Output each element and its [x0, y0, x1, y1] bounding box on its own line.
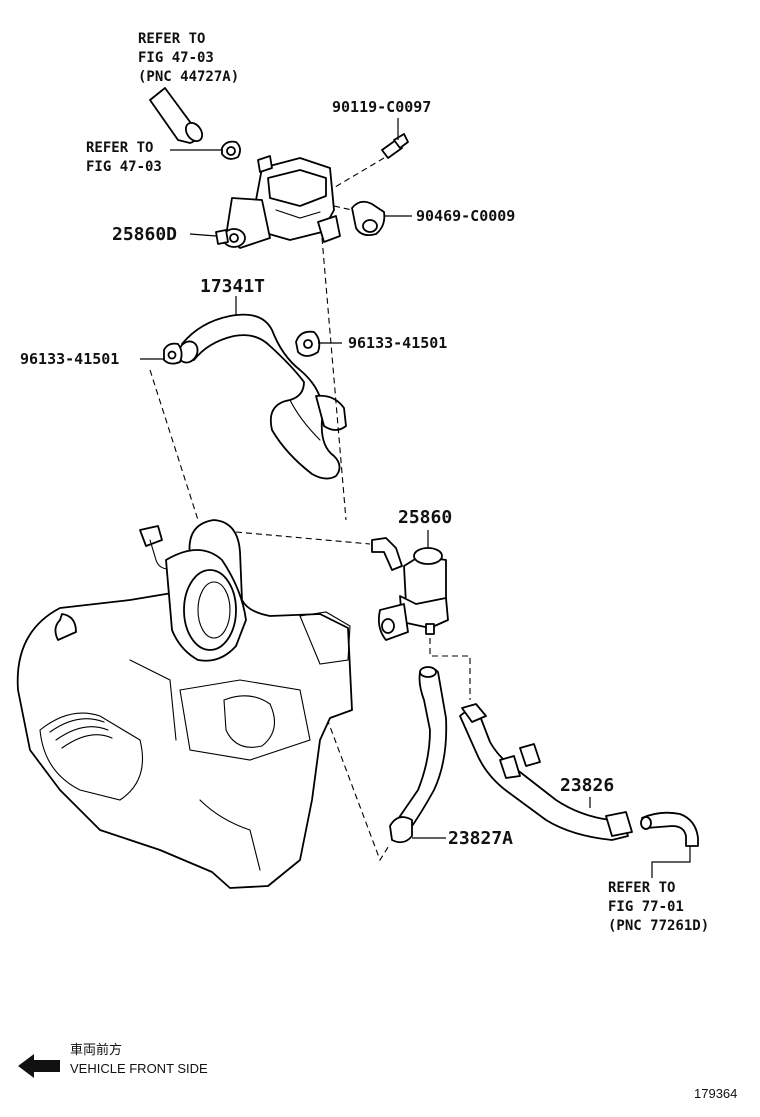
- clamp-left: [163, 342, 183, 365]
- part-hose-upper-label: 17341T: [200, 276, 266, 297]
- clamp-right: [295, 330, 321, 357]
- part-clamp-left-label: 96133-41501: [20, 350, 120, 368]
- front-arrow-icon: [18, 1054, 60, 1078]
- ref-bottom-line-1: REFER TO: [608, 880, 676, 896]
- ref-top-line-1: REFER TO: [138, 31, 206, 47]
- ref-left-line-2: FIG 47-03: [86, 159, 162, 175]
- legend-jp: 車両前方: [70, 1042, 123, 1057]
- ref-top-line-2: FIG 47-03: [138, 50, 214, 66]
- ref-top-line-3: (PNC 44727A): [138, 69, 240, 85]
- figure-id: 179364: [694, 1086, 738, 1101]
- hose-right: [459, 703, 633, 841]
- part-clamp-right-label: 96133-41501: [348, 334, 448, 352]
- hose-upper: [177, 313, 347, 480]
- engine-body: [16, 519, 353, 889]
- ref-bottom-line-3: (PNC 77261D): [608, 918, 710, 934]
- ref-left-line-1: REFER TO: [86, 140, 154, 156]
- ref-bottom-line-2: FIG 77-01: [608, 899, 684, 915]
- part-vsv-upper-label: 25860D: [112, 224, 178, 245]
- part-hose-right-label: 23826: [560, 775, 615, 796]
- ref-hose-top: [149, 87, 204, 144]
- clamp-small: [221, 140, 241, 160]
- legend-en: VEHICLE FRONT SIDE: [70, 1061, 208, 1076]
- hose-lower: [389, 666, 448, 844]
- vsv-upper: [215, 155, 341, 249]
- part-vsv-lower-label: 25860: [398, 507, 453, 528]
- part-clip-label: 90469-C0009: [416, 207, 516, 225]
- part-bolt-label: 90119-C0097: [332, 98, 432, 116]
- bolt-icon: [381, 133, 409, 159]
- clip-icon: [351, 200, 386, 237]
- ref-hose-bottom: [640, 811, 699, 847]
- vsv-lower: [371, 537, 449, 641]
- part-hose-lower-label: 23827A: [448, 828, 514, 849]
